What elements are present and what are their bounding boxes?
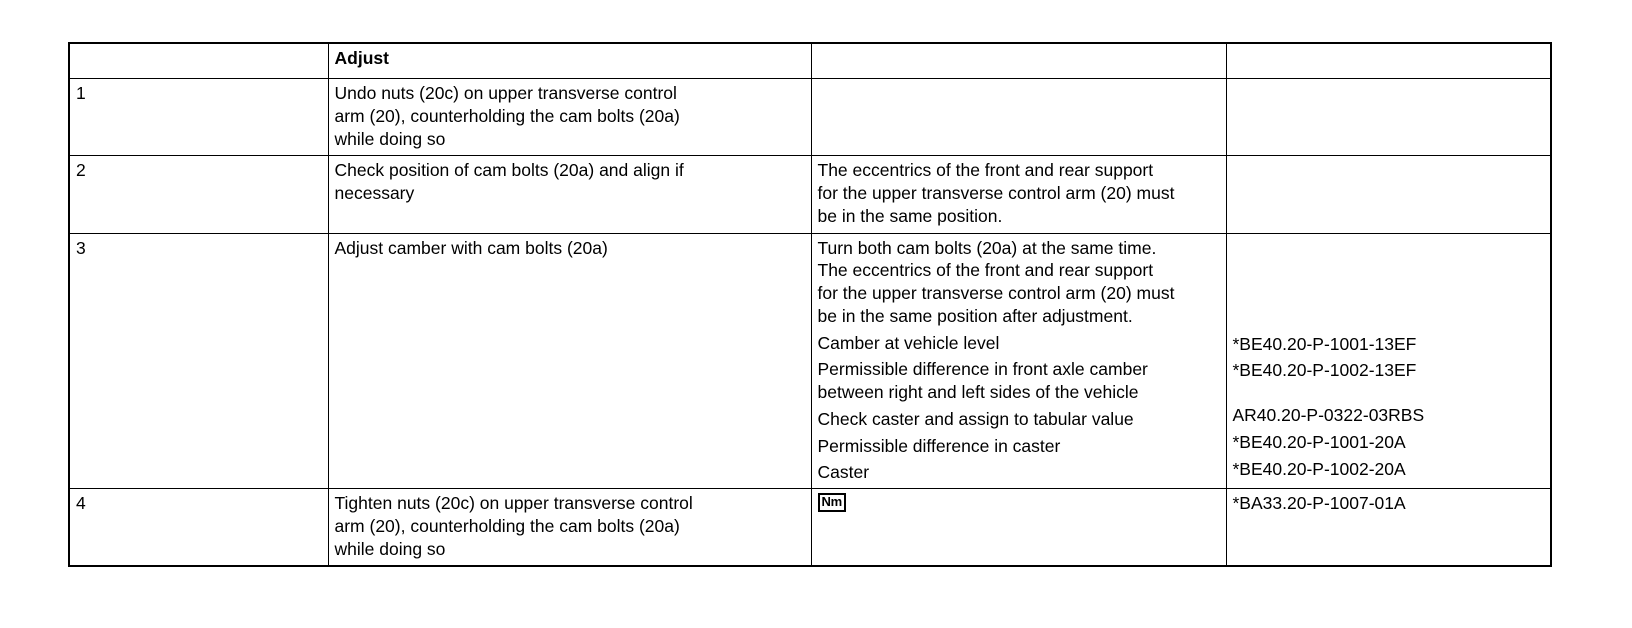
note-line-check-caster: Check caster and assign to tabular value — [817, 408, 1134, 429]
header-cell-adjust: Adjust — [327, 42, 812, 79]
action-line: Tighten nuts (20c) on upper transverse c… — [334, 493, 693, 513]
step-number: 4 — [68, 488, 329, 567]
action-line: arm (20), counterholding the cam bolts (… — [334, 515, 680, 536]
torque-unit-nm-icon: Nm — [817, 493, 846, 512]
note-line: be in the same position after adjustment… — [817, 305, 1133, 326]
table-row: 2 Check position of cam bolts (20a) and … — [68, 155, 1552, 234]
note-line-caster: Caster — [817, 462, 870, 483]
header-cell-reference — [1225, 42, 1552, 79]
table-row: 3 Adjust camber with cam bolts (20a) Tur… — [68, 232, 1552, 489]
action-line: Check position of cam bolts (20a) and al… — [334, 160, 684, 181]
action-line: while doing so — [334, 538, 446, 559]
procedure-table: Adjust 1 Undo nuts (20c) on upper transv… — [68, 42, 1552, 568]
reference-code — [1225, 155, 1552, 234]
reference-line: AR40.20-P-0322-03RBS — [1232, 405, 1425, 425]
note-line-permissible-difference-caster: Permissible difference in caster — [817, 435, 1061, 456]
note-text: The eccentrics of the front and rear sup… — [810, 155, 1227, 234]
step-number: 1 — [68, 77, 329, 157]
reference-blank-line — [1233, 382, 1545, 404]
action-line: Adjust camber with cam bolts (20a) — [334, 237, 608, 258]
action-line: necessary — [334, 183, 415, 203]
action-text: Tighten nuts (20c) on upper transverse c… — [327, 488, 812, 567]
note-line: Turn both cam bolts (20a) at the same ti… — [817, 237, 1157, 258]
action-line: Undo nuts (20c) on upper transverse cont… — [334, 83, 677, 103]
action-text: Adjust camber with cam bolts (20a) — [327, 232, 812, 489]
note-line-permissible-difference-camber: Permissible difference in front axle cam… — [817, 359, 1148, 380]
note-line: for the upper transverse control arm (20… — [817, 183, 1175, 203]
action-line: while doing so — [334, 128, 446, 149]
action-text: Undo nuts (20c) on upper transverse cont… — [327, 77, 812, 157]
note-line: The eccentrics of the front and rear sup… — [817, 160, 1154, 181]
reference-line: *BE40.20-P-1002-20A — [1232, 458, 1406, 479]
note-line: The eccentrics of the front and rear sup… — [817, 260, 1154, 281]
action-text: Check position of cam bolts (20a) and al… — [327, 155, 812, 234]
header-cell-note — [810, 42, 1227, 79]
note-text — [810, 77, 1227, 157]
reference-spacer — [1233, 237, 1545, 329]
table-header-row: Adjust — [68, 42, 1552, 79]
reference-line: *BE40.20-P-1001-20A — [1232, 431, 1406, 452]
note-line: for the upper transverse control arm (20… — [817, 283, 1175, 303]
reference-code: *BA33.20-P-1007-01A — [1225, 488, 1552, 567]
note-line-camber-at-vehicle-level: Camber at vehicle level — [817, 332, 1000, 353]
reference-code: *BE40.20-P-1001-13EF *BE40.20-P-1002-13E… — [1225, 232, 1552, 489]
note-text: Turn both cam bolts (20a) at the same ti… — [810, 232, 1227, 489]
note-text: Nm — [810, 488, 1227, 567]
table-row: 4 Tighten nuts (20c) on upper transverse… — [68, 488, 1552, 567]
step-number: 3 — [68, 232, 329, 489]
action-line: arm (20), counterholding the cam bolts (… — [334, 105, 680, 126]
note-line: be in the same position. — [817, 205, 1003, 226]
reference-line: *BA33.20-P-1007-01A — [1232, 493, 1406, 513]
reference-line: *BE40.20-P-1002-13EF — [1232, 360, 1417, 381]
reference-line: *BE40.20-P-1001-13EF — [1232, 333, 1417, 354]
header-cell-step — [68, 42, 329, 79]
note-line: between right and left sides of the vehi… — [817, 382, 1139, 402]
step-number: 2 — [68, 155, 329, 234]
reference-code — [1225, 77, 1552, 157]
table-row: 1 Undo nuts (20c) on upper transverse co… — [68, 77, 1552, 157]
